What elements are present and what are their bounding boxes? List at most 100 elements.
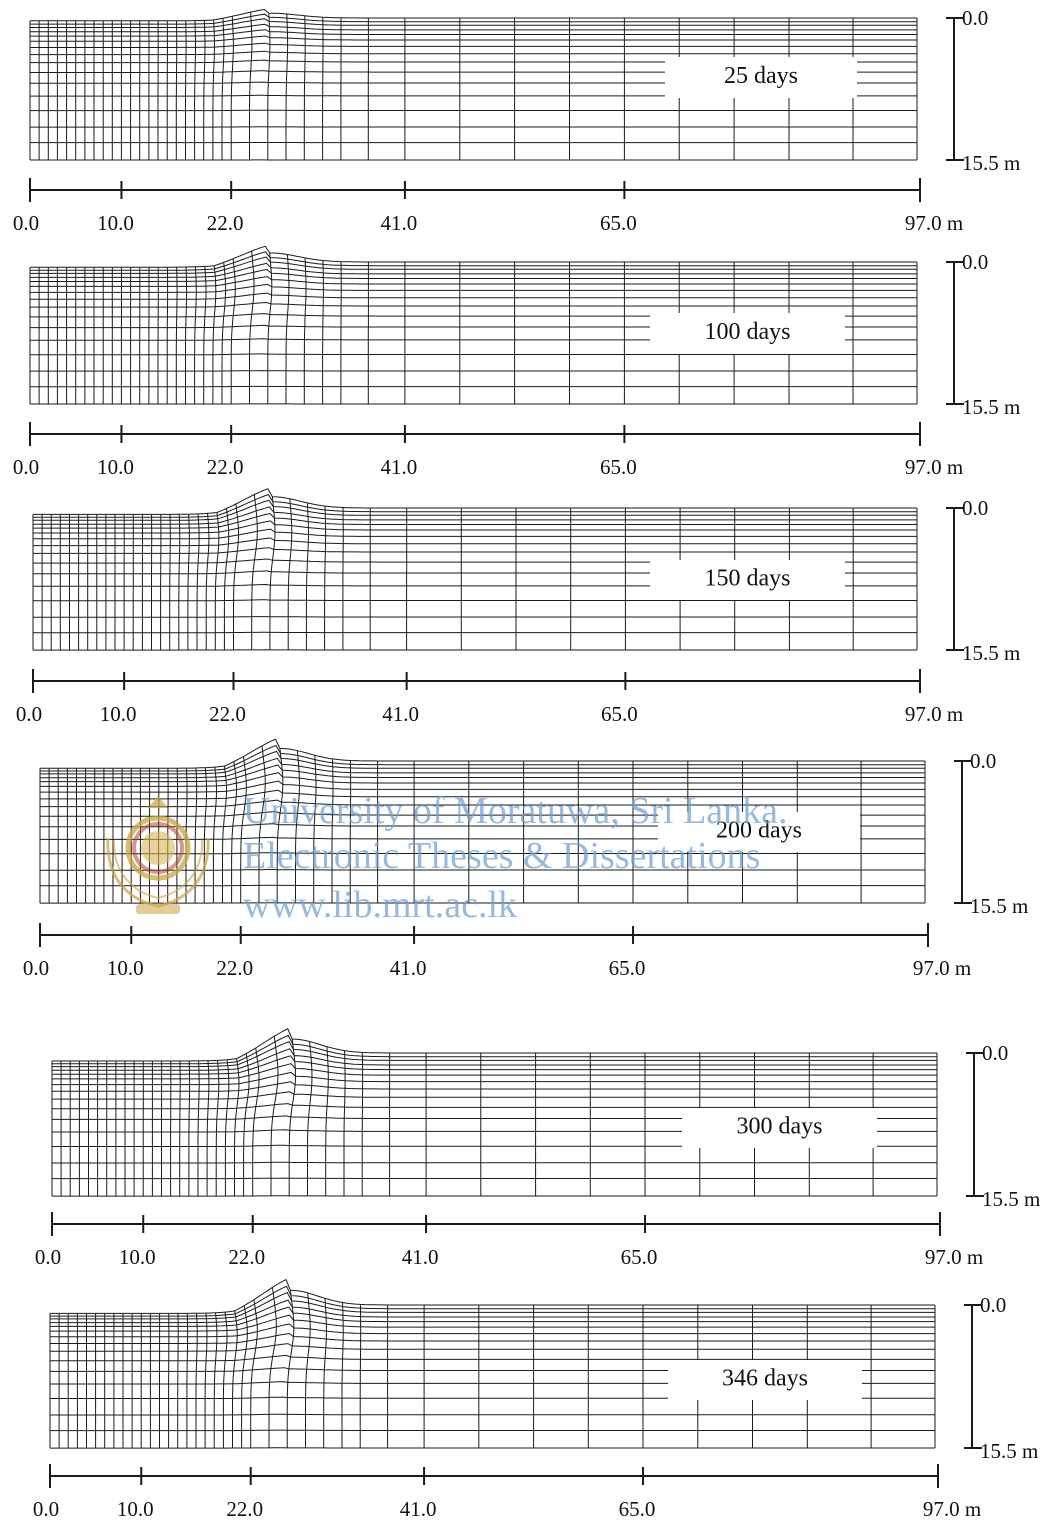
- mesh-row-line: [40, 780, 925, 793]
- mesh-column-line: [187, 514, 190, 650]
- mesh-column-line: [203, 266, 207, 404]
- mesh-column-line: [222, 1312, 228, 1449]
- mesh-row-line: [30, 283, 917, 293]
- panel-6: 346 days 0.0 15.5 m 0.0 10.0 22.0 41.0 6…: [33, 1278, 1038, 1521]
- mesh-column-line: [175, 267, 178, 404]
- mesh-row-line: [30, 256, 917, 274]
- mesh-column-line: [287, 498, 293, 650]
- mesh-column-line: [243, 1053, 250, 1196]
- mesh-column-line: [206, 1060, 210, 1197]
- mesh-row-line: [50, 1314, 935, 1332]
- day-label: 300 days: [737, 1114, 823, 1140]
- mesh-row-line: [33, 528, 917, 540]
- mesh-row-line: [30, 268, 917, 282]
- mesh-row-line: [40, 852, 925, 855]
- horizontal-scale-bar: 0.0 10.0 22.0 41.0 65.0 97.0 m: [16, 669, 963, 726]
- mesh-row-line: [30, 23, 917, 33]
- mesh-row-line: [50, 1278, 935, 1314]
- scale-tick-label: 41.0: [402, 1245, 439, 1269]
- mesh-column-line: [186, 1313, 189, 1449]
- mesh-column-line: [179, 1060, 181, 1197]
- scale-tick-label: 41.0: [400, 1497, 437, 1521]
- day-label: 346 days: [722, 1366, 808, 1392]
- scale-tick-label: 97.0 m: [913, 956, 971, 980]
- mesh-column-line: [252, 1047, 260, 1196]
- scale-tick-label: 65.0: [619, 1497, 656, 1521]
- depth-top-label: 0.0: [970, 749, 996, 773]
- mesh-column-line: [249, 251, 255, 404]
- scale-tick-label: 22.0: [209, 702, 246, 726]
- mesh-row-line: [40, 789, 925, 800]
- mesh-column-line: [250, 1299, 258, 1448]
- mesh-column-line: [270, 1036, 279, 1196]
- mesh-column-line: [323, 1298, 327, 1448]
- mesh-column-line: [230, 258, 236, 404]
- mesh-row-line: [40, 799, 925, 808]
- mesh-row-line: [30, 50, 917, 56]
- mesh-column-line: [313, 755, 317, 903]
- mesh-row-line: [30, 29, 917, 37]
- mesh-row-line: [30, 13, 917, 25]
- mesh-row-line: [30, 42, 917, 48]
- mesh-row-line: [30, 292, 917, 300]
- mesh-column-line: [212, 19, 216, 160]
- mesh-row-line: [33, 499, 917, 521]
- panel-4: 200 days 0.0 15.5 m 0.0 10.0 22.0 41.0 6…: [23, 738, 1028, 980]
- mesh-grid: [29, 245, 918, 405]
- day-label-box: 300 days: [682, 1108, 877, 1148]
- mesh-row-line: [30, 251, 917, 271]
- scale-tick-label: 10.0: [119, 1245, 156, 1269]
- scale-tick-label: 22.0: [228, 1245, 265, 1269]
- mesh-row-line: [50, 1343, 935, 1352]
- day-label: 200 days: [716, 818, 802, 844]
- depth-scale-bar: 0.0 15.5 m: [946, 250, 1020, 419]
- mesh-row-line: [52, 1081, 937, 1092]
- scale-tick-label: 97.0 m: [905, 455, 963, 479]
- mesh-column-line: [203, 767, 207, 904]
- mesh-column-line: [223, 508, 230, 650]
- depth-top-label: 0.0: [962, 6, 988, 30]
- mesh-row-line: [30, 276, 917, 287]
- depth-scale-bar: 0.0 15.5 m: [954, 749, 1028, 918]
- mesh-column-line: [194, 20, 196, 160]
- scale-tick-label: 22.0: [226, 1497, 263, 1521]
- scale-tick-label: 65.0: [601, 702, 638, 726]
- mesh-grid: [29, 8, 918, 161]
- mesh-column-line: [341, 1302, 344, 1448]
- horizontal-scale-bar: 0.0 10.0 22.0 41.0 65.0 97.0 m: [13, 422, 963, 479]
- mesh-column-line: [325, 1046, 329, 1196]
- mesh-row-line: [33, 547, 917, 554]
- mesh-column-line: [188, 1060, 191, 1197]
- mesh-row-line: [30, 301, 917, 308]
- mesh-column-line: [196, 513, 200, 650]
- mesh-column-line: [359, 1304, 362, 1448]
- mesh-row-line: [52, 1091, 937, 1100]
- scale-tick-label: 41.0: [381, 211, 418, 235]
- mesh-row-line: [30, 18, 917, 28]
- mesh-column-line: [176, 768, 178, 904]
- mesh-row-line: [52, 1103, 937, 1110]
- scale-tick-label: 22.0: [207, 455, 244, 479]
- mesh-row-line: [30, 353, 917, 356]
- panel-2: 100 days 0.0 15.5 m 0.0 10.0 22.0 41.0 6…: [13, 245, 1020, 479]
- mesh-row-line: [40, 764, 925, 783]
- mesh-row-line: [52, 1177, 937, 1180]
- mesh-row-line: [30, 35, 917, 42]
- depth-scale-bar: 0.0 15.5 m: [946, 496, 1020, 665]
- scale-tick-label: 0.0: [23, 956, 49, 980]
- mesh-row-line: [33, 512, 917, 529]
- depth-bottom-label: 15.5 m: [962, 395, 1020, 419]
- scale-tick-label: 41.0: [390, 956, 427, 980]
- scale-tick-label: 97.0 m: [905, 702, 963, 726]
- mesh-column-line: [203, 20, 206, 160]
- depth-top-label: 0.0: [962, 496, 988, 520]
- mesh-column-line: [222, 766, 227, 903]
- mesh-column-line: [267, 252, 273, 404]
- mesh-column-line: [185, 768, 188, 904]
- scale-tick-label: 65.0: [600, 455, 637, 479]
- mesh-row-line: [52, 1028, 937, 1062]
- scale-tick-label: 0.0: [16, 702, 42, 726]
- mesh-row-line: [52, 1071, 937, 1086]
- scale-tick-label: 41.0: [382, 702, 419, 726]
